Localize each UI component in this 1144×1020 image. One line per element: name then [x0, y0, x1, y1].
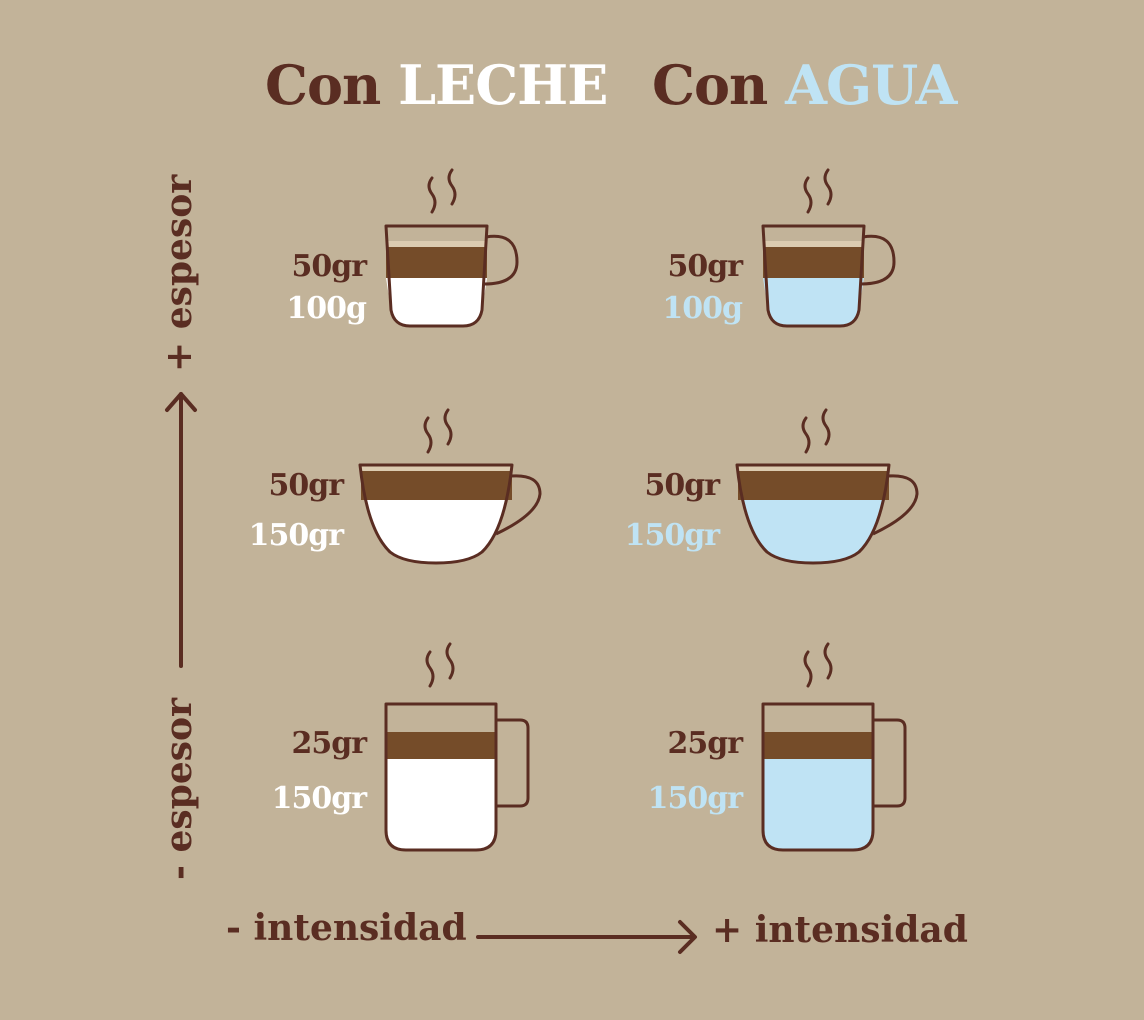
steam-icon	[425, 642, 455, 688]
y-axis-label-more-thickness: + espesor	[158, 174, 200, 372]
mug-leche-icon	[384, 702, 530, 852]
arrow-up-icon	[165, 392, 197, 668]
cup-small-leche-icon	[384, 224, 519, 328]
steam-icon	[801, 408, 831, 454]
cup-medium-leche-coffee-amount: 50gr	[268, 468, 344, 503]
mug-leche-milk-amount: 150gr	[271, 781, 367, 816]
title-highlight-agua: AGUA	[785, 53, 957, 117]
y-axis-label-less-thickness: - espesor	[158, 698, 200, 880]
cup-small-agua-coffee-amount: 50gr	[667, 249, 743, 284]
mug-agua-water-amount: 150gr	[647, 781, 743, 816]
cup-small-leche-milk-amount: 100g	[286, 291, 367, 326]
title-highlight-leche: LECHE	[398, 53, 608, 117]
x-axis-label-less-intensity: - intensidad	[226, 907, 467, 949]
mug-agua-coffee-amount: 25gr	[667, 726, 743, 761]
cup-small-agua-water-amount: 100g	[662, 291, 743, 326]
mug-leche-coffee-amount: 25gr	[291, 726, 367, 761]
steam-icon	[423, 408, 453, 454]
mug-agua-icon	[761, 702, 907, 852]
cup-medium-agua-water-amount: 150gr	[624, 518, 720, 553]
steam-icon	[803, 168, 833, 214]
cup-small-leche-coffee-amount: 50gr	[291, 249, 367, 284]
title-con-agua: Con AGUA	[652, 58, 957, 112]
cup-medium-agua-coffee-amount: 50gr	[644, 468, 720, 503]
cup-medium-agua-icon	[735, 463, 919, 565]
cup-small-agua-icon	[761, 224, 896, 328]
title-con-leche: Con LECHE	[265, 58, 608, 112]
title-prefix: Con	[652, 53, 786, 117]
steam-icon	[427, 168, 457, 214]
steam-icon	[803, 642, 833, 688]
cup-medium-leche-milk-amount: 150gr	[248, 518, 344, 553]
arrow-right-icon	[476, 920, 697, 954]
title-prefix: Con	[265, 53, 399, 117]
cup-medium-leche-icon	[358, 463, 542, 565]
x-axis-label-more-intensity: + intensidad	[712, 909, 968, 951]
